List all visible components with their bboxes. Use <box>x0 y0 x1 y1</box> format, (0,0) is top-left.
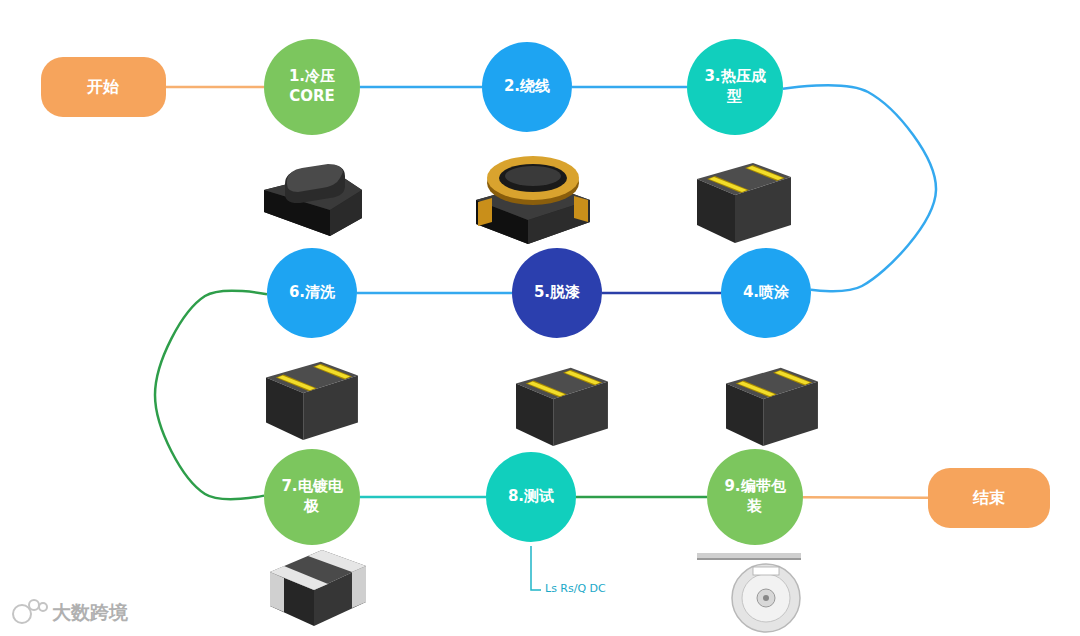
step-circle: 6.清洗 <box>267 248 357 338</box>
coil-figure <box>476 156 590 244</box>
node-text: 2.绕线 <box>504 77 550 97</box>
node-text: 开始 <box>87 77 119 98</box>
node-text: 3.热压成 型 <box>699 67 771 106</box>
step-circle: 1.冷压 CORE <box>264 39 360 135</box>
step-circle: 3.热压成 型 <box>687 39 783 135</box>
step-circle: 5.脱漆 <box>512 248 602 338</box>
plated-block <box>270 550 366 626</box>
node-text: 1.冷压 CORE <box>276 67 348 106</box>
flow-connector <box>357 292 512 295</box>
sprayed-block <box>726 368 818 446</box>
node-text: 结束 <box>973 488 1005 509</box>
start-box: 开始 <box>41 57 166 117</box>
step-circle: 8.测试 <box>486 452 576 542</box>
node-text: 5.脱漆 <box>534 283 580 303</box>
flow-connector <box>155 291 267 499</box>
flow-connector <box>783 85 936 291</box>
stripped-block <box>516 368 608 446</box>
flow-connector <box>576 496 707 499</box>
step-circle: 7.电镀电 极 <box>264 449 360 545</box>
flow-connector <box>803 496 928 499</box>
flow-connector <box>572 86 687 89</box>
tape-reel <box>697 553 801 632</box>
flow-connector <box>166 86 265 89</box>
node-text: 7.电镀电 极 <box>276 477 348 516</box>
step-circle: 4.喷涂 <box>721 248 811 338</box>
step-circle: 9.编带包 装 <box>707 449 803 545</box>
molded-block <box>697 163 791 243</box>
flow-connector <box>360 86 482 89</box>
end-box: 结束 <box>928 468 1050 528</box>
measurement-note: Ls Rs/Q DC <box>545 582 606 595</box>
step-circle: 2.绕线 <box>482 42 572 132</box>
watermark-logo <box>13 600 47 623</box>
node-text: 9.编带包 装 <box>719 477 791 516</box>
core-figure <box>264 164 362 236</box>
cleaned-block <box>266 362 358 440</box>
flow-connector <box>360 496 486 499</box>
node-text: 8.测试 <box>508 487 554 507</box>
node-text: 4.喷涂 <box>743 283 789 303</box>
watermark: 大数跨境 <box>52 600 128 626</box>
leader-line <box>531 546 541 590</box>
node-text: 6.清洗 <box>289 283 335 303</box>
flow-connector <box>602 292 721 295</box>
